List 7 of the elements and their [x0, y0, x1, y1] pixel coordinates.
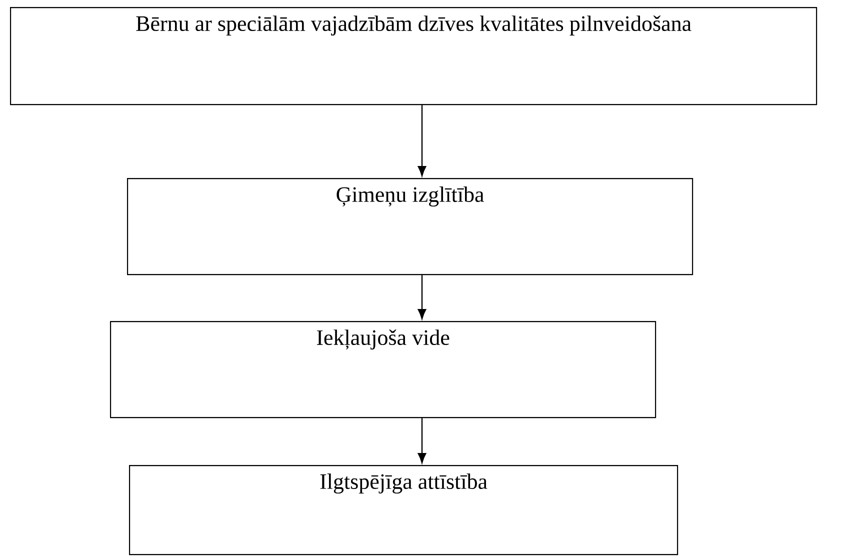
process-box: Ģimeņu izglītība: [127, 178, 694, 276]
arrow: [418, 418, 426, 464]
process-box: Iekļaujoša vide: [110, 321, 656, 418]
arrow: [418, 275, 426, 320]
process-box: Ilgtspējīga attīstība: [129, 465, 678, 556]
process-box: Bērnu ar speciālām vajadzībām dzīves kvalitātes pilnveidošana: [10, 7, 818, 106]
arrow: [418, 105, 426, 176]
